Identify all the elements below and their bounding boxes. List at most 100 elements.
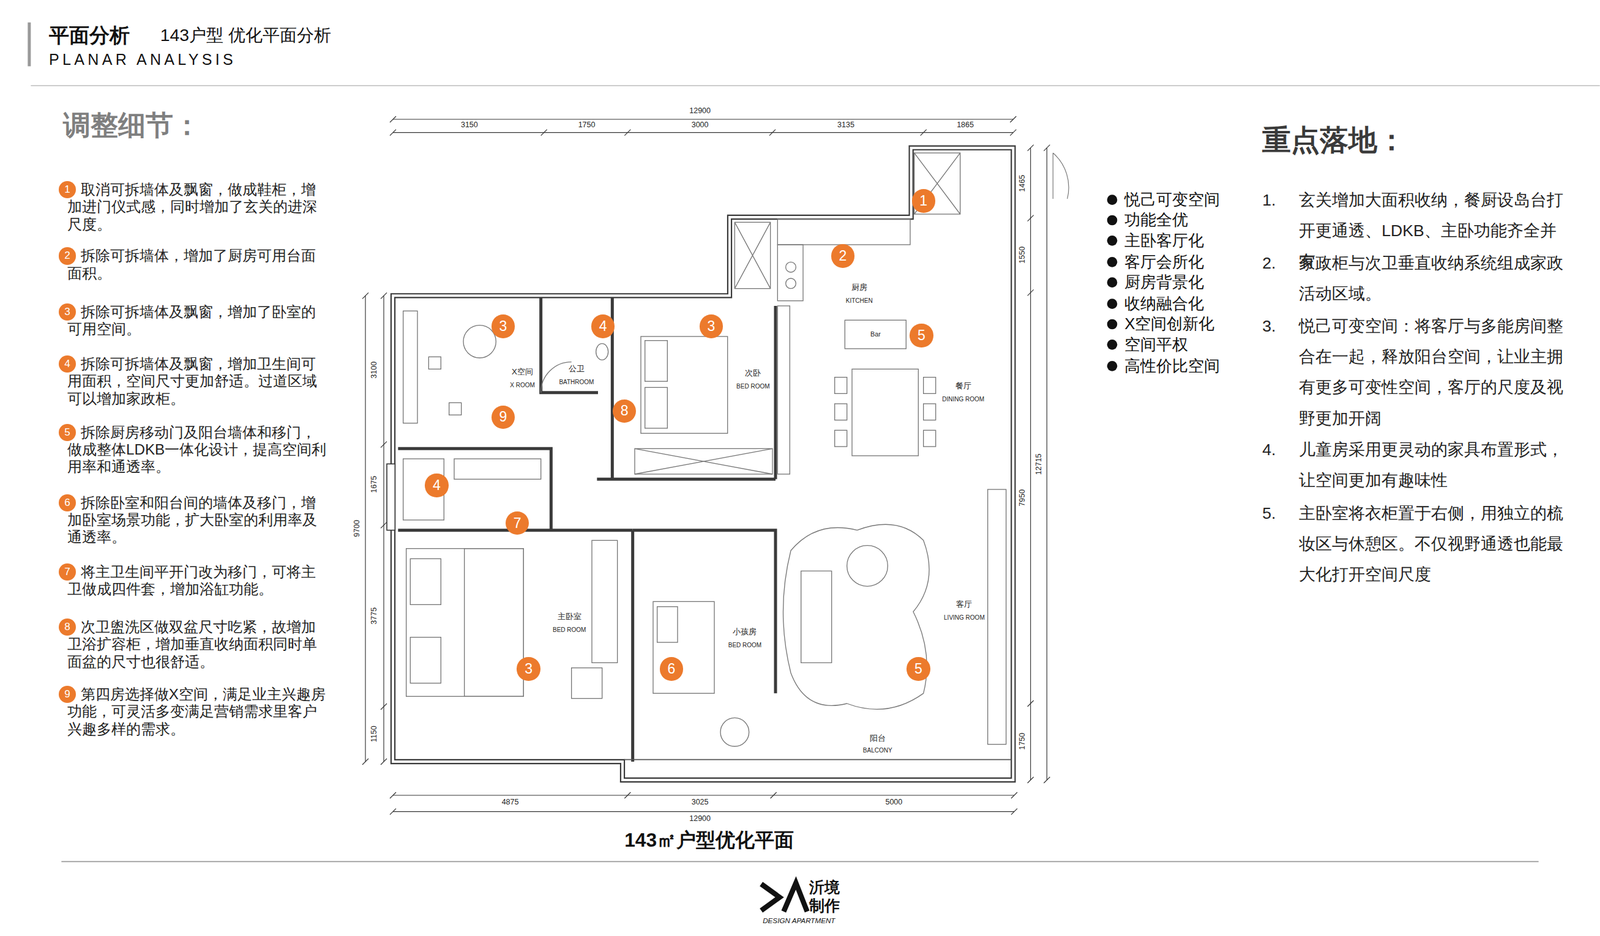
dimension: 12900 [689, 106, 711, 117]
logo-text: 沂境 [809, 878, 840, 898]
slide-title: 平面分析 [48, 22, 130, 49]
room-label: 主卧室 [557, 612, 582, 623]
list-text: 家政柜与次卫垂直收纳系统组成家政活动区域。 [1298, 247, 1577, 310]
room-label: 次卧 [744, 368, 761, 379]
dimension: 1465 [1017, 175, 1028, 193]
section-heading: 重点落地： [1262, 122, 1406, 158]
callout-number: 9 [58, 686, 76, 704]
dimension: 1750 [578, 120, 596, 131]
note-text: 次卫盥洗区做双盆尺寸吃紧，故增加卫浴扩容柜，增加垂直收纳面积同时单面盆的尺寸也很… [67, 618, 327, 671]
list-number: 1. [1262, 184, 1276, 216]
room-label: BATHROOM [558, 378, 594, 387]
dimension: 1550 [1017, 246, 1028, 264]
room-label: BED ROOM [728, 642, 762, 651]
bullet-text: 收纳融合化 [1124, 293, 1204, 314]
room-label: LIVING ROOM [943, 614, 985, 623]
callout-number: 1 [58, 181, 76, 199]
list-text: 悦己可变空间：将客厅与多能房间整合在一起，释放阳台空间，让业主拥有更多可变性空间… [1298, 310, 1577, 434]
list-number: 4. [1262, 434, 1276, 466]
callout-number: 8 [612, 399, 636, 423]
room-label: KITCHEN [845, 297, 873, 306]
room-label: BALCONY [863, 747, 893, 756]
bullet-text: 客厅会所化 [1124, 252, 1204, 272]
callout-number: 4 [58, 355, 76, 373]
callout-digit: 4 [64, 358, 70, 371]
dimension: 1675 [369, 476, 380, 494]
bullet-text: 厨房背景化 [1124, 272, 1204, 292]
section-heading: 调整细节： [63, 108, 201, 143]
dimension: 9700 [352, 520, 363, 538]
room-label: 小孩房 [732, 627, 757, 638]
note-text: 将主卫生间平开门改为移门，可将主卫做成四件套，增加浴缸功能。 [67, 563, 327, 599]
callout-digit: 9 [498, 408, 507, 426]
callout-number: 5 [906, 657, 930, 681]
dimension: 1750 [1017, 733, 1028, 751]
room-label: 餐厅 [955, 381, 972, 392]
room-label: 阳台 [869, 733, 886, 745]
room-label: 客厅 [956, 599, 972, 611]
callout-number: 2 [58, 247, 76, 265]
callout-digit: 1 [64, 183, 70, 196]
logo-text: DESIGN APARTMENT [762, 916, 835, 927]
callout-number: 4 [591, 314, 615, 338]
room-label: BED ROOM [552, 626, 586, 635]
callout-digit: 5 [914, 661, 923, 678]
dimension: 7950 [1017, 489, 1028, 507]
callout-number: 3 [699, 314, 723, 338]
plan-caption: 143㎡户型优化平面 [624, 828, 794, 854]
list-number: 2. [1262, 247, 1276, 279]
room-label: 公卫 [568, 364, 585, 375]
dimension: 3775 [369, 607, 380, 625]
callout-digit: 4 [432, 477, 441, 494]
callout-number: 5 [909, 323, 933, 348]
callout-number: 8 [58, 618, 76, 636]
callout-digit: 6 [667, 661, 676, 678]
dimension: 3000 [691, 120, 709, 131]
callout-number: 6 [659, 657, 684, 681]
callout-digit: 2 [839, 247, 848, 265]
callout-digit: 3 [64, 306, 70, 319]
callout-digit: 4 [599, 318, 608, 335]
note-text: 拆除可拆墙体，增加了厨房可用台面面积。 [67, 247, 327, 283]
callout-digit: 7 [64, 566, 70, 579]
bullet-text: 功能全优 [1124, 209, 1189, 230]
bullet-text: 空间平权 [1124, 334, 1189, 355]
note-text: 拆除可拆墙体及飘窗，增加卫生间可用面积，空间尺寸更加舒适。过道区域可以增加家政柜… [67, 355, 327, 408]
room-label: 厨房 [851, 282, 868, 294]
dimension: 4875 [501, 798, 520, 808]
list-text: 主卧室将衣柜置于右侧，用独立的梳妆区与休憩区。不仅视野通透也能最大化打开空间尺度 [1298, 498, 1577, 591]
dimension: 3150 [460, 120, 479, 131]
callout-number: 3 [58, 303, 76, 321]
callout-digit: 5 [917, 327, 926, 344]
logo-text: 制作 [809, 896, 840, 916]
callout-number: 1 [912, 189, 936, 213]
callout-digit: 3 [707, 318, 716, 335]
callout-digit: 8 [620, 402, 629, 420]
dimension: 12715 [1033, 453, 1044, 475]
room-label: X空间 [511, 367, 534, 378]
note-text: 第四房选择做X空间，满足业主兴趣房功能，可灵活多变满足营销需求里客户兴趣多样的需… [67, 686, 327, 739]
callout-digit: 7 [513, 515, 522, 532]
note-text: 取消可拆墙体及飘窗，做成鞋柜，增加进门仪式感，同时增加了玄关的进深尺度。 [67, 181, 327, 234]
callout-digit: 1 [919, 192, 928, 210]
callout-number: 5 [58, 424, 76, 442]
callout-number: 3 [516, 657, 540, 681]
dimension: 3025 [691, 798, 709, 808]
note-text: 拆除卧室和阳台间的墙体及移门，增加卧室场景功能，扩大卧室的利用率及通透率。 [67, 494, 327, 547]
callout-digit: 3 [498, 318, 507, 335]
callout-number: 4 [424, 473, 449, 498]
callout-number: 6 [58, 494, 76, 512]
dimension: 1865 [956, 120, 974, 131]
room-label: Bar [870, 330, 881, 340]
note-text: 拆除厨房移动门及阳台墙体和移门，做成整体LDKB一体化设计，提高空间利用率和通透… [67, 424, 327, 477]
callout-number: 7 [58, 563, 76, 581]
callout-digit: 3 [524, 661, 533, 678]
list-number: 5. [1262, 498, 1276, 529]
list-text: 儿童房采用更灵动的家具布置形式，让空间更加有趣味性 [1298, 434, 1577, 496]
room-label: X ROOM [509, 381, 535, 390]
callout-digit: 6 [64, 497, 70, 510]
bullet-text: 悦己可变空间 [1124, 189, 1220, 210]
callout-digit: 5 [64, 426, 70, 439]
dimension: 5000 [885, 798, 903, 808]
